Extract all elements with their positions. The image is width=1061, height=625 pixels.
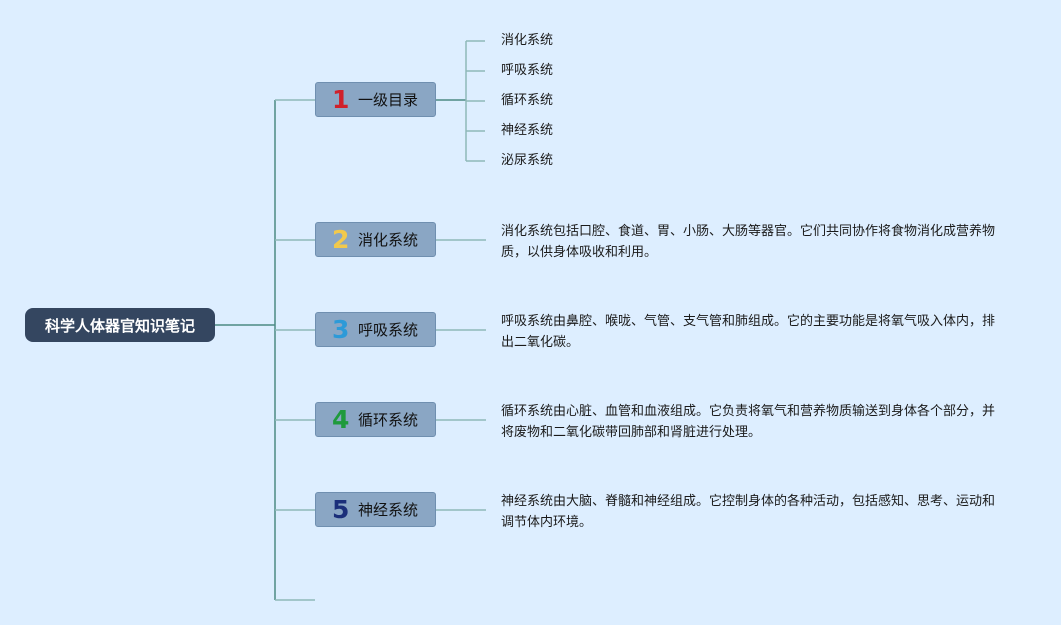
branch-node-2[interactable]: 2 消化系统 bbox=[315, 222, 436, 257]
branch-node-5[interactable]: 5 神经系统 bbox=[315, 492, 436, 527]
branch-number-5: 5 bbox=[332, 495, 350, 524]
branch-node-4[interactable]: 4 循环系统 bbox=[315, 402, 436, 437]
branch-node-1[interactable]: 1 一级目录 bbox=[315, 82, 436, 117]
desc-nervous: 神经系统由大脑、脊髓和神经组成。它控制身体的各种活动，包括感知、思考、运动和调节… bbox=[501, 494, 996, 530]
desc-circulatory: 循环系统由心脏、血管和血液组成。它负责将氧气和营养物质输送到身体各个部分，并将废… bbox=[501, 404, 996, 440]
branch-number-1: 1 bbox=[332, 85, 350, 114]
branch-label-5: 神经系统 bbox=[358, 501, 419, 519]
branch-label-4: 循环系统 bbox=[358, 411, 419, 429]
toc-item-urinary[interactable]: 泌尿系统 bbox=[501, 153, 554, 168]
toc-item-respiratory[interactable]: 呼吸系统 bbox=[501, 63, 554, 78]
branch-label-2: 消化系统 bbox=[358, 231, 419, 249]
branch-number-4: 4 bbox=[332, 405, 350, 434]
desc-digestive: 消化系统包括口腔、食道、胃、小肠、大肠等器官。它们共同协作将食物消化成营养物质，… bbox=[501, 224, 996, 260]
branch-number-3: 3 bbox=[332, 315, 350, 344]
root-node[interactable]: 科学人体器官知识笔记 bbox=[25, 308, 215, 342]
branch-label-1: 一级目录 bbox=[358, 91, 419, 109]
toc-item-digestive[interactable]: 消化系统 bbox=[501, 33, 554, 48]
branch-label-3: 呼吸系统 bbox=[358, 321, 419, 339]
toc-item-nervous[interactable]: 神经系统 bbox=[501, 123, 554, 138]
branch-node-3[interactable]: 3 呼吸系统 bbox=[315, 312, 436, 347]
branch-number-2: 2 bbox=[332, 225, 350, 254]
desc-respiratory: 呼吸系统由鼻腔、喉咙、气管、支气管和肺组成。它的主要功能是将氧气吸入体内，排出二… bbox=[501, 314, 996, 350]
toc-item-circulatory[interactable]: 循环系统 bbox=[501, 93, 554, 108]
root-label: 科学人体器官知识笔记 bbox=[44, 316, 195, 335]
